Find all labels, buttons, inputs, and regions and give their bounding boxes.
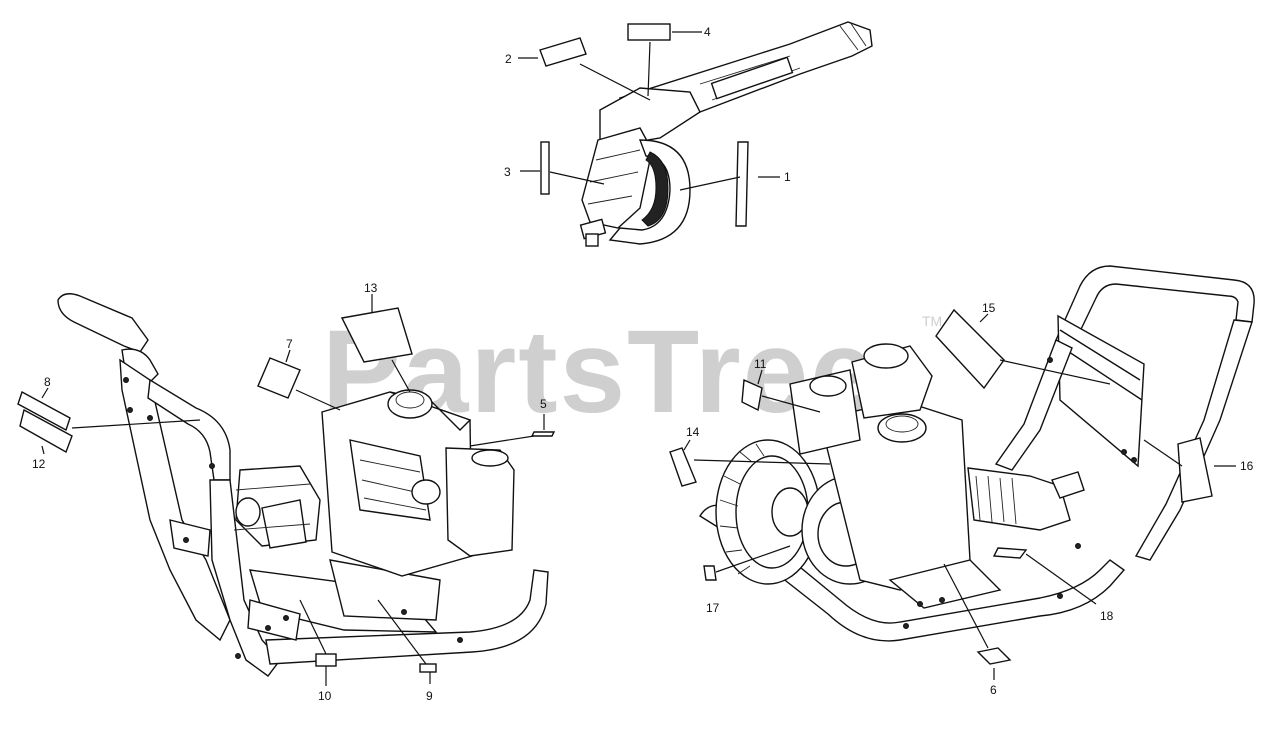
- callout-14: 14: [686, 425, 700, 439]
- callout-2: 2: [505, 52, 512, 66]
- callout-1: 1: [784, 170, 791, 184]
- callout-17: 17: [706, 601, 720, 615]
- decal-17: [703, 565, 717, 581]
- callout-6: 6: [990, 683, 997, 697]
- callout-labels: 1 2 3 4 5 6 7 8 9 10 11 12 13 14 15 16 1…: [32, 25, 1254, 703]
- callout-10: 10: [318, 689, 332, 703]
- decal-18: [992, 547, 1028, 559]
- decal-5: [530, 431, 556, 437]
- spray-gun-illustration: [579, 21, 873, 247]
- callout-3: 3: [504, 165, 511, 179]
- decal-7: [257, 357, 301, 399]
- decal-15: [935, 308, 1005, 390]
- decal-12: [19, 408, 73, 454]
- decal-4: [627, 23, 671, 41]
- callout-5: 5: [540, 397, 547, 411]
- callout-7: 7: [286, 337, 293, 351]
- decal-11: [741, 378, 763, 412]
- left-unit-illustration: [57, 293, 549, 677]
- callout-4: 4: [704, 25, 711, 39]
- decal-10: [315, 653, 337, 667]
- decal-1: [735, 141, 749, 227]
- callout-8: 8: [44, 375, 51, 389]
- callout-13: 13: [364, 281, 378, 295]
- callout-12: 12: [32, 457, 46, 471]
- callout-18: 18: [1100, 609, 1114, 623]
- decal-9: [419, 663, 437, 673]
- right-unit-illustration: [699, 265, 1255, 642]
- decal-8: [17, 390, 71, 432]
- decal-6: [976, 647, 1012, 665]
- decal-13: [340, 307, 413, 363]
- callout-16: 16: [1240, 459, 1254, 473]
- leader-lines: [41, 31, 1236, 686]
- callout-15: 15: [982, 301, 996, 315]
- callout-11: 11: [754, 357, 767, 371]
- watermark-trademark: TM: [922, 313, 942, 329]
- decal-3: [540, 141, 550, 195]
- decal-2: [539, 37, 587, 67]
- callout-9: 9: [426, 689, 433, 703]
- decal-14: [669, 447, 697, 487]
- decals: [17, 23, 1213, 673]
- decal-16: [1177, 437, 1213, 503]
